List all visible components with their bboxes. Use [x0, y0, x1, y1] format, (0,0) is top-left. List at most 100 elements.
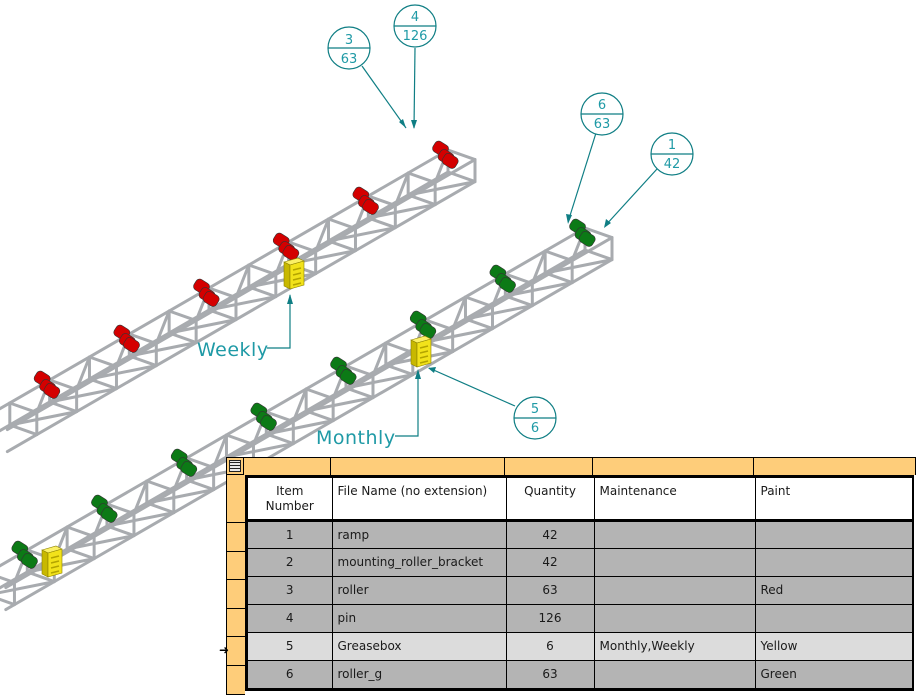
row-handle[interactable] [226, 523, 245, 552]
table-menu-icon[interactable] [229, 460, 241, 472]
cell-paint[interactable]: Yellow [755, 632, 912, 661]
table-row[interactable]: 1 ramp 42 [248, 520, 912, 549]
cell-paint[interactable]: Red [755, 576, 912, 605]
cell-file-name[interactable]: pin [332, 604, 507, 633]
cell-maintenance[interactable]: Monthly,Weekly [594, 632, 756, 661]
column-handle[interactable] [244, 457, 331, 475]
frame-crossmember [185, 478, 216, 492]
greasebox-front [289, 260, 305, 290]
cell-paint[interactable]: Green [755, 660, 912, 688]
frame-rail [0, 148, 450, 411]
frame-diagonal [406, 180, 477, 197]
frame-crossmember [145, 479, 176, 493]
note-monthly[interactable]: Monthly [316, 427, 396, 449]
cell-maintenance[interactable] [594, 548, 756, 577]
cell-maintenance[interactable] [594, 576, 756, 605]
cell-file-name[interactable]: ramp [332, 520, 507, 549]
frame-crossmember [167, 309, 198, 323]
frame-crossmember [366, 194, 397, 208]
cell-item-number[interactable]: 6 [248, 660, 333, 688]
cell-quantity[interactable]: 42 [506, 520, 595, 549]
frame-crossmember [87, 377, 118, 391]
frame-crossmember [145, 501, 176, 515]
cell-quantity[interactable]: 6 [506, 632, 595, 661]
cell-item-number[interactable]: 2 [248, 548, 333, 577]
greasebox [410, 335, 432, 368]
leader-balloon-1 [604, 168, 658, 227]
roller [339, 369, 357, 385]
cell-maintenance[interactable] [594, 660, 756, 688]
frame-crossmember [247, 285, 278, 299]
cell-maintenance[interactable] [594, 604, 756, 633]
balloon-item-3[interactable]: 3 63 [327, 26, 371, 70]
conveyor-frame [0, 226, 614, 612]
right-arrow-icon: ➜ [219, 643, 230, 657]
column-header-quantity[interactable]: Quantity [506, 478, 595, 522]
balloon-item-1[interactable]: 1 42 [650, 132, 694, 176]
frame-crossmember [304, 409, 335, 423]
arrowhead [287, 294, 293, 304]
table-row[interactable]: 2 mounting_roller_bracket 42 [248, 548, 912, 577]
cell-quantity[interactable]: 42 [506, 548, 595, 577]
row-handle-header[interactable] [226, 475, 245, 523]
column-handle[interactable] [754, 457, 916, 475]
frame-crossmember [384, 363, 415, 377]
frame-crossmember [384, 341, 415, 355]
cell-paint[interactable] [755, 604, 912, 633]
cell-quantity[interactable]: 126 [506, 604, 595, 633]
column-header-paint[interactable]: Paint [755, 478, 912, 522]
greasebox-slot [292, 267, 302, 271]
greasebox-slot [419, 360, 429, 364]
balloon-quantity: 63 [594, 117, 611, 132]
balloon-item-5[interactable]: 5 6 [513, 396, 557, 440]
frame-diagonal [145, 488, 216, 505]
greasebox-slot [50, 555, 60, 559]
balloon-item-4[interactable]: 4 126 [393, 4, 437, 48]
balloon-item-6[interactable]: 6 63 [580, 92, 624, 136]
frame-rail [5, 180, 477, 454]
table-row[interactable]: 4 pin 126 [248, 604, 912, 633]
cell-quantity[interactable]: 63 [506, 660, 595, 688]
column-handle[interactable] [593, 457, 754, 475]
frame-diagonal [543, 258, 614, 275]
table-row[interactable]: 6 roller_g 63 Green [248, 660, 912, 688]
balloon-quantity: 6 [531, 421, 539, 436]
column-handle[interactable] [505, 457, 593, 475]
table-row[interactable]: 3 roller 63 Red [248, 576, 912, 605]
column-header-item-number[interactable]: Item Number [248, 478, 333, 522]
row-handle-selected[interactable]: ➜ [219, 637, 245, 666]
bom-table[interactable]: ➜ Item Number File Name (no extension) Q… [219, 457, 916, 697]
cell-paint[interactable] [755, 548, 912, 577]
greaseboxes [41, 257, 432, 578]
table-corner[interactable] [226, 457, 244, 475]
frame-crossmember [264, 410, 295, 424]
frame-crossmember [264, 432, 295, 446]
cell-paint[interactable] [755, 520, 912, 549]
cell-file-name[interactable]: mounting_roller_bracket [332, 548, 507, 577]
cell-quantity[interactable]: 63 [506, 576, 595, 605]
cell-item-number[interactable]: 4 [248, 604, 333, 633]
row-handle[interactable] [226, 666, 245, 695]
row-handle[interactable] [226, 580, 245, 609]
table-header-row: Item Number File Name (no extension) Qua… [248, 478, 912, 522]
column-header-file-name[interactable]: File Name (no extension) [332, 478, 507, 522]
table-row-selected[interactable]: 5 Greasebox 6 Monthly,Weekly Yellow [248, 632, 912, 661]
greasebox-slot [50, 560, 60, 564]
frame-crossmember [424, 318, 455, 332]
cell-item-number[interactable]: 5 [248, 632, 333, 661]
cell-file-name[interactable]: Greasebox [332, 632, 507, 661]
note-weekly[interactable]: Weekly [197, 339, 269, 361]
cell-file-name[interactable]: roller [332, 576, 507, 605]
cell-item-number[interactable]: 1 [248, 520, 333, 549]
column-header-maintenance[interactable]: Maintenance [594, 478, 756, 522]
arrowhead [604, 219, 611, 228]
row-handle[interactable] [226, 609, 245, 637]
column-handle[interactable] [331, 457, 505, 475]
cell-file-name[interactable]: roller_g [332, 660, 507, 688]
cell-item-number[interactable]: 3 [248, 576, 333, 605]
roller [441, 153, 459, 169]
frame-crossmember [583, 226, 614, 240]
cell-maintenance[interactable] [594, 520, 756, 549]
row-handle[interactable] [226, 552, 245, 580]
greasebox-slot [50, 570, 60, 574]
